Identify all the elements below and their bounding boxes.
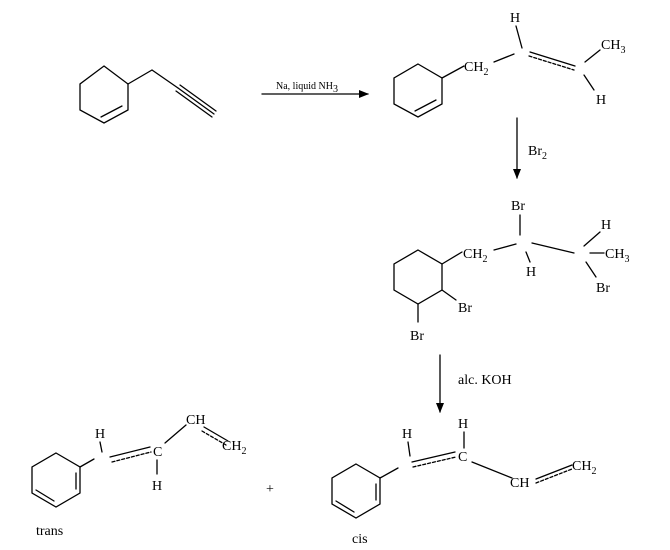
h-label: H	[152, 479, 162, 494]
h-label: H	[95, 427, 105, 442]
ch-label: CH	[186, 413, 205, 428]
trans-alkene-intermediate: CH2 H CH3 H	[393, 11, 625, 118]
reagent-na-nh3: Na, liquid NH3	[276, 81, 338, 95]
reaction-arrow-2: Br2	[513, 117, 547, 179]
reagent-br2: Br2	[528, 144, 547, 162]
ch3-label: CH3	[605, 247, 629, 265]
plus-sign: +	[266, 482, 274, 497]
trans-product: H C H CH CH2 trans	[31, 413, 246, 539]
reaction-arrow-1: Na, liquid NH3	[261, 81, 369, 98]
br-label: Br	[596, 281, 610, 296]
ch2-label: CH2	[463, 247, 487, 265]
tetrabromo-intermediate: CH2 Br H H CH3 Br Br Br	[393, 199, 629, 344]
h-label: H	[526, 265, 536, 280]
h-label: H	[458, 417, 468, 432]
h-label: H	[402, 427, 412, 442]
h-label: H	[601, 218, 611, 233]
h-label: H	[510, 11, 520, 26]
ch3-label: CH3	[601, 38, 625, 56]
starting-alkyne	[79, 65, 217, 124]
reaction-arrow-3: alc. KOH	[436, 354, 512, 413]
cis-label: cis	[352, 532, 368, 547]
ch2-label: CH2	[464, 60, 488, 78]
c-label: C	[153, 445, 162, 460]
ch2-label: CH2	[222, 439, 246, 457]
ch2-label: CH2	[572, 459, 596, 477]
reagent-alc-koh: alc. KOH	[458, 373, 512, 388]
h-label: H	[596, 93, 606, 108]
ch-label: CH	[510, 476, 529, 491]
trans-label: trans	[36, 524, 63, 539]
br-label: Br	[511, 199, 525, 214]
cis-product: H C H CH CH2 cis	[331, 417, 596, 547]
c-label: C	[458, 450, 467, 465]
br-label: Br	[458, 301, 472, 316]
br-label: Br	[410, 329, 424, 344]
